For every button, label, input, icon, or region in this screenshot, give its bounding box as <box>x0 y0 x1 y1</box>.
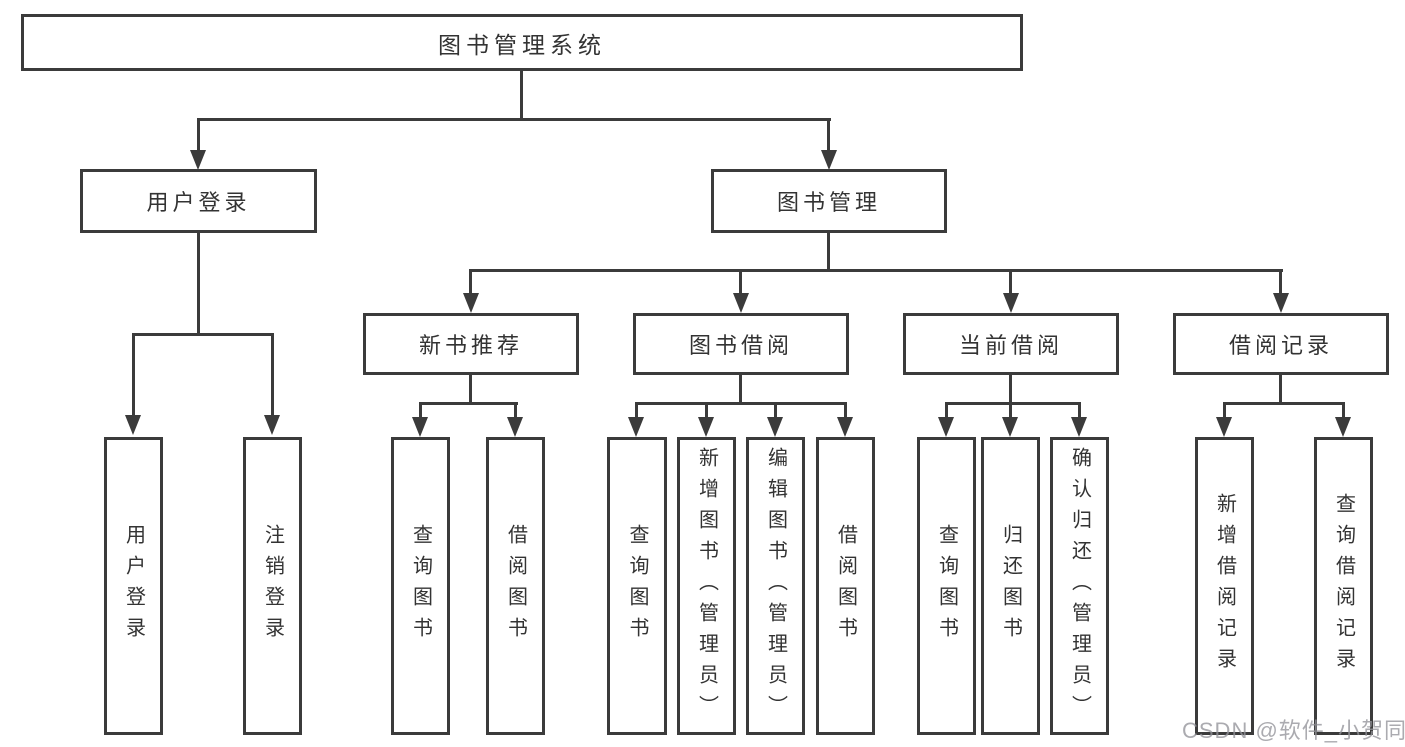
arrow-down-icon <box>821 150 837 170</box>
connector-line <box>1342 402 1345 418</box>
node-library-management-system: 图书管理系统 <box>21 14 1023 71</box>
node-label: 图书借阅 <box>688 333 793 358</box>
connector-line <box>1223 402 1226 418</box>
node-label: 查询借阅记录 <box>1332 493 1355 679</box>
node-leaf-add-borrow-record: 新增借阅记录 <box>1195 437 1254 735</box>
connector-line <box>132 333 274 336</box>
connector-line <box>469 269 472 296</box>
connector-line <box>197 232 200 336</box>
node-label: 借阅图书 <box>834 524 857 648</box>
node-label: 查询图书 <box>626 524 648 648</box>
node-label: 用户登录 <box>122 524 145 648</box>
arrow-down-icon <box>698 417 714 437</box>
node-user-login: 用户登录 <box>80 169 317 233</box>
node-label: 编辑图书（管理员） <box>764 446 787 726</box>
node-label: 新书推荐 <box>418 333 523 358</box>
connector-line <box>419 402 518 405</box>
connector-line <box>271 333 274 416</box>
node-book-management: 图书管理 <box>711 169 947 233</box>
node-leaf-return-books: 归还图书 <box>981 437 1040 735</box>
connector-line <box>132 333 135 416</box>
arrow-down-icon <box>1002 417 1018 437</box>
node-label: 当前借阅 <box>958 333 1063 358</box>
connector-line <box>1279 373 1282 405</box>
node-label: 查询图书 <box>409 524 432 648</box>
connector-line <box>197 118 831 121</box>
arrow-down-icon <box>507 417 523 437</box>
node-label: 新增图书（管理员） <box>695 446 718 726</box>
node-label: 图书管理系统 <box>438 31 606 58</box>
connector-line <box>945 402 948 418</box>
arrow-down-icon <box>1216 417 1232 437</box>
arrow-down-icon <box>125 415 141 435</box>
arrow-down-icon <box>1335 417 1351 437</box>
node-leaf-query-books-current: 查询图书 <box>917 437 976 735</box>
arrow-down-icon <box>264 415 280 435</box>
connector-line <box>1279 269 1282 296</box>
node-leaf-query-books-borrow: 查询图书 <box>607 437 667 735</box>
arrow-down-icon <box>733 293 749 313</box>
connector-line <box>469 269 1283 272</box>
arrow-down-icon <box>463 293 479 313</box>
node-label: 用户登录 <box>146 190 251 215</box>
node-leaf-borrow-books: 借阅图书 <box>816 437 875 735</box>
arrow-down-icon <box>767 417 783 437</box>
node-leaf-user-login: 用户登录 <box>104 437 163 735</box>
arrow-down-icon <box>1003 293 1019 313</box>
arrow-down-icon <box>190 150 206 170</box>
node-label: 确认归还（管理员） <box>1068 446 1091 726</box>
node-leaf-confirm-return-admin: 确认归还（管理员） <box>1050 437 1109 735</box>
node-label: 借阅图书 <box>504 524 527 648</box>
connector-line <box>514 402 517 418</box>
arrow-down-icon <box>1071 417 1087 437</box>
node-leaf-edit-books-admin: 编辑图书（管理员） <box>746 437 805 735</box>
arrow-down-icon <box>412 417 428 437</box>
connector-line <box>827 118 830 152</box>
connector-line <box>1009 373 1012 405</box>
node-label: 查询图书 <box>935 524 958 648</box>
arrow-down-icon <box>1273 293 1289 313</box>
node-label: 新增借阅记录 <box>1213 493 1236 679</box>
node-current-borrowing: 当前借阅 <box>903 313 1119 375</box>
connector-line <box>1078 402 1081 418</box>
node-label: 图书管理 <box>776 190 881 215</box>
connector-line <box>1223 402 1345 405</box>
node-leaf-add-books-admin: 新增图书（管理员） <box>677 437 736 735</box>
arrow-down-icon <box>628 417 644 437</box>
node-label: 注销登录 <box>261 524 284 648</box>
csdn-watermark: CSDN @软件_小贺同学 <box>1182 718 1405 743</box>
arrow-down-icon <box>938 417 954 437</box>
connector-line <box>844 402 847 418</box>
node-leaf-logout: 注销登录 <box>243 437 302 735</box>
connector-line <box>739 373 742 405</box>
node-leaf-query-borrow-record: 查询借阅记录 <box>1314 437 1373 735</box>
connector-line <box>635 402 638 418</box>
connector-line <box>197 118 200 152</box>
connector-line <box>705 402 708 418</box>
connector-line <box>635 402 847 405</box>
connector-line <box>419 402 422 418</box>
node-borrowing-records: 借阅记录 <box>1173 313 1389 375</box>
connector-line <box>1009 402 1012 418</box>
node-new-book-recommend: 新书推荐 <box>363 313 579 375</box>
connector-line <box>774 402 777 418</box>
node-leaf-borrow-books-recommend: 借阅图书 <box>486 437 545 735</box>
connector-line <box>469 373 472 405</box>
node-label: 归还图书 <box>999 524 1022 648</box>
connector-line <box>945 402 1081 405</box>
connector-line <box>827 231 830 272</box>
arrow-down-icon <box>837 417 853 437</box>
connector-line <box>520 69 523 120</box>
node-label: 借阅记录 <box>1228 333 1333 358</box>
node-book-borrowing: 图书借阅 <box>633 313 849 375</box>
connector-line <box>1009 269 1012 296</box>
connector-line <box>739 269 742 296</box>
node-leaf-query-books-recommend: 查询图书 <box>391 437 450 735</box>
